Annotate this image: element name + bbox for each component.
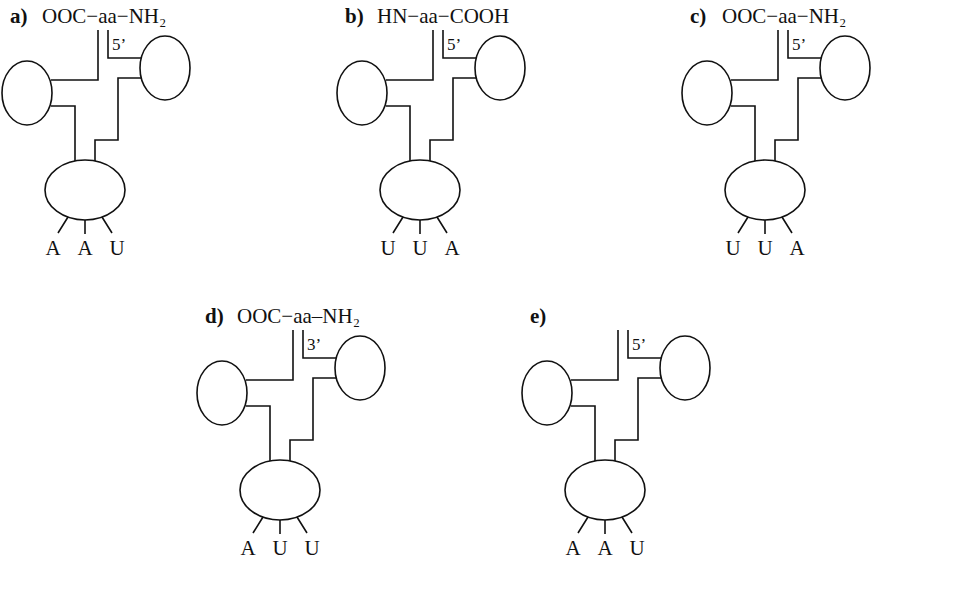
- anticodon-base: U: [272, 538, 287, 559]
- amino-acid-label: OOC−aa–NH₂: [237, 306, 360, 327]
- anticodon-base: U: [629, 538, 644, 559]
- end-label: 5’: [112, 36, 126, 53]
- amino-acid-label: HN−aa−COOH: [377, 6, 509, 27]
- anticodon-base: A: [789, 238, 804, 259]
- end-label: 5’: [632, 336, 646, 353]
- anticodon-base: U: [412, 238, 427, 259]
- anticodon-base: A: [77, 238, 92, 259]
- anticodon-base: U: [304, 538, 319, 559]
- anticodon-base: U: [725, 238, 740, 259]
- amino-acid-label: OOC−aa−NH₂: [42, 6, 166, 27]
- end-label: 5’: [792, 36, 806, 53]
- anticodon-base: U: [109, 238, 124, 259]
- panel-letter: d): [205, 306, 224, 327]
- panel-letter: c): [690, 6, 706, 27]
- trna-shape: [337, 30, 525, 234]
- anticodon-base: A: [565, 538, 580, 559]
- panel-letter: e): [530, 306, 546, 327]
- panel-letter: b): [345, 6, 364, 27]
- panel-letter: a): [10, 6, 28, 27]
- anticodon-base: A: [444, 238, 459, 259]
- anticodon-base: U: [757, 238, 772, 259]
- trna-shape: [522, 330, 710, 534]
- anticodon-base: U: [380, 238, 395, 259]
- anticodon-base: A: [597, 538, 612, 559]
- anticodon-base: A: [45, 238, 60, 259]
- end-label: 5’: [447, 36, 461, 53]
- trna-shape: [682, 30, 870, 234]
- amino-acid-label: OOC−aa−NH₂: [722, 6, 846, 27]
- end-label: 3’: [307, 336, 321, 353]
- trna-shape: [197, 330, 385, 534]
- trna-shape: [2, 30, 190, 234]
- anticodon-base: A: [240, 538, 255, 559]
